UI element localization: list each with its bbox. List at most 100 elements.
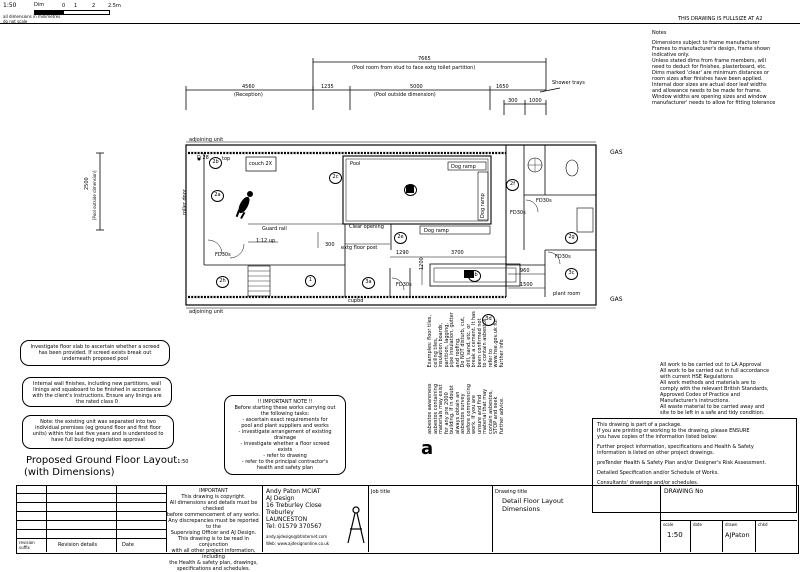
- notes-line: manufacturer' needs to allow for fitting…: [652, 100, 776, 106]
- approvals-line: with current HSE Regulations: [660, 374, 733, 380]
- package-line: information is listed on other project d…: [597, 450, 715, 456]
- scale-label: 1:50: [3, 2, 17, 9]
- important-block-line: This drawing is to be read in conjunctio…: [178, 536, 249, 548]
- room-tag: 2f: [506, 179, 519, 191]
- scale-tick-0: 0: [62, 3, 66, 9]
- asbestos-icon: a: [421, 438, 434, 459]
- room-tag: 2e: [394, 232, 407, 244]
- important-note-line: Before starting these works carrying out: [234, 405, 336, 411]
- drawing-title-label: Drawing title: [495, 489, 528, 495]
- dim-reception-label: (Reception): [234, 92, 263, 98]
- important-note-line: - ascertain exact requirements for: [242, 417, 328, 423]
- drawing-title-line: Dimensions: [502, 505, 540, 513]
- title-block-divider: [166, 485, 167, 552]
- package-line: Further project information, specificati…: [597, 444, 754, 450]
- approvals-line: Approved Codes of Practice and: [660, 392, 740, 398]
- dim-1500: 1500: [520, 282, 533, 288]
- notes-line: indicative only.: [652, 52, 690, 58]
- date-field-label: date: [693, 522, 703, 527]
- important-note-line: - refer to drawing: [263, 453, 307, 459]
- approvals-line: All work to be carried out in full accor…: [660, 368, 770, 374]
- dim-1290: 1290: [396, 250, 409, 256]
- designer-web: Web: www.ajdesignonline.co.uk: [266, 541, 330, 546]
- important-block: IMPORTANT This drawing is copyright. All…: [166, 488, 261, 572]
- label-roller-door: roller door: [182, 189, 188, 215]
- package-line: This drawing is part of a package.: [597, 422, 682, 428]
- important-note-line: - refer to the principal contractor's: [241, 459, 329, 465]
- important-block-line: Supervising Officer and AJ Design.: [170, 530, 257, 536]
- title-block: [16, 485, 799, 554]
- room-tag: 2a: [211, 190, 224, 202]
- approvals-note: All work to be carried out to LA Approva…: [660, 362, 798, 416]
- package-line: you have copies of the information liste…: [597, 434, 718, 440]
- revision-details-label: Revision details: [58, 542, 98, 548]
- drawing-title-main: Proposed Ground Floor Layout1:50: [26, 455, 188, 468]
- dim-2500-label: [Pool outside dimension]: [92, 170, 97, 220]
- revision-suffix-label: revision suffix: [19, 540, 35, 550]
- designer-line: LAUNCESTON: [266, 516, 308, 523]
- label-pool: Pool: [350, 161, 361, 167]
- asbestos-line: further advice.: [498, 397, 505, 434]
- note-screed: Investigate floor slab to ascertain whet…: [20, 340, 170, 366]
- label-extg-floor-post: extg floor post: [341, 245, 378, 251]
- job-title-label: Job title: [371, 489, 391, 495]
- scale-field-label: scale: [663, 522, 674, 527]
- room-tag: 3a: [362, 277, 375, 289]
- notes-line: Dimensions subject to frame manufacturer: [652, 40, 760, 46]
- notes-list: Dimensions subject to frame manufacturer…: [652, 40, 797, 106]
- designer-line: AJ Design: [266, 495, 295, 502]
- title-block-divider: [722, 520, 723, 552]
- room-tag: 3c: [565, 268, 578, 280]
- important-note-line: the following tasks:: [260, 411, 310, 417]
- building-outline: [185, 144, 597, 306]
- label-fd30s: FD30s: [215, 252, 231, 258]
- asbestos-note: asbestos awareness asbestos containing m…: [427, 304, 568, 434]
- dim-pool: 5000: [410, 84, 423, 90]
- approvals-line: site to be left in a safe and tidy condi…: [660, 410, 765, 416]
- important-block-line: All dimensions and details must be check…: [169, 500, 258, 512]
- chkd-field-label: chkd: [758, 522, 768, 527]
- scale-bar-unit: Dim: [34, 2, 45, 8]
- notes-title: Notes: [652, 30, 667, 36]
- label-fd30s: FD30s: [555, 254, 571, 260]
- important-note-line: health and safety plan: [256, 465, 314, 471]
- approvals-line: All waste material to be carried away an…: [660, 404, 765, 410]
- notes-line: room sizes after finishes have been appl…: [652, 76, 763, 82]
- sheet-top-rule: [0, 23, 800, 24]
- notes-line: Unless stated dims from frame members, w…: [652, 58, 766, 64]
- label-dog-ramp-side: Dog ramp: [480, 193, 486, 218]
- scale-tick-2: 2: [92, 3, 96, 9]
- shower-trays: Shower trays: [552, 80, 585, 86]
- room-tag: 2d: [404, 184, 417, 196]
- important-note-line: - investigate whether a floor screed: [240, 441, 330, 447]
- dim-1650: 1650: [496, 84, 509, 90]
- dim-reception: 4560: [242, 84, 255, 90]
- important-note-line: exists: [277, 447, 293, 453]
- scale-bar-fill: [34, 10, 64, 15]
- room-tag: 3b: [468, 270, 481, 282]
- notes-line: Window widths are opening sizes and wind…: [652, 94, 767, 100]
- label-adjoining-bottom: adjoining unit: [189, 309, 224, 315]
- room-tag: 2h: [216, 276, 229, 288]
- package-line: Consultants' drawings and/or schedules.: [597, 480, 699, 486]
- label-clear-opening: Clear opening: [349, 224, 384, 230]
- dim-300b: 300: [325, 242, 335, 248]
- important-note-line: drainage: [273, 435, 297, 441]
- drawing-no-label: DRAWING No: [664, 488, 704, 495]
- designer-line: Tel: 01579 370567: [266, 523, 322, 530]
- room-tag: 2c: [329, 172, 342, 184]
- dim-overall: 7665: [418, 56, 431, 62]
- dog-icon: [235, 191, 253, 219]
- label-plant-room: plant room: [553, 291, 581, 297]
- shower-tray-leader: [539, 87, 561, 93]
- important-block-line: before commencement of any works.: [166, 512, 261, 518]
- notes-line: Dims marked 'clear' are minimum distance…: [652, 70, 770, 76]
- package-box: This drawing is part of a package. If yo…: [592, 418, 797, 513]
- label-d28: D 28: [197, 155, 209, 161]
- title-block-divider: [690, 520, 691, 552]
- title-block-divider: [368, 485, 369, 552]
- package-line: Detailed Specification and/or Schedule o…: [597, 470, 719, 476]
- dim-1200: 1200: [419, 257, 425, 270]
- designer-email: andy.ajdesign@btinternet.com: [266, 534, 328, 539]
